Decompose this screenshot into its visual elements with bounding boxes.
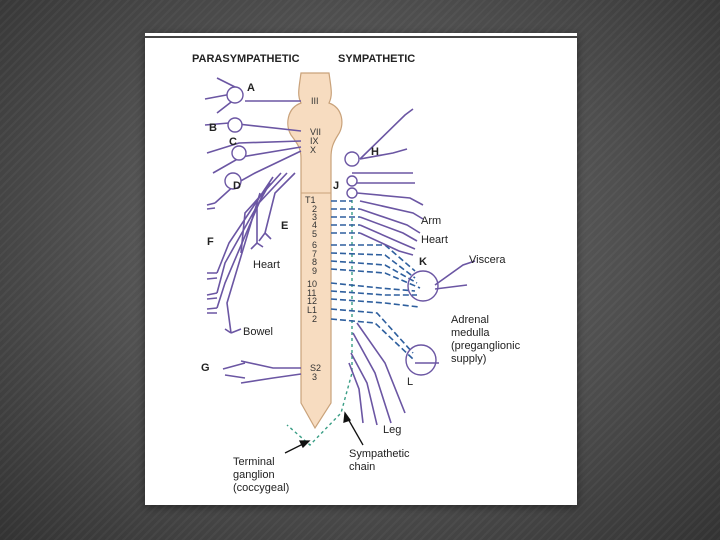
top-rule xyxy=(145,36,577,38)
label-bowel: Bowel xyxy=(243,326,273,338)
letter-d: D xyxy=(233,180,241,192)
sympathetic-postganglionic xyxy=(348,108,476,426)
label-adrenal-4: supply) xyxy=(451,353,486,365)
label-adrenal-1: Adrenal xyxy=(451,314,489,326)
label-adrenal-2: medulla xyxy=(451,327,490,339)
label-heart-right: Heart xyxy=(421,234,448,246)
seg-l1: L1 xyxy=(307,305,317,315)
label-terminal-1: Terminal xyxy=(233,456,275,468)
slide-card: PARASYMPATHETIC SYMPATHETIC III VII IX X… xyxy=(145,33,577,505)
seg-t9: 9 xyxy=(312,266,317,276)
nerve-iii: III xyxy=(311,96,319,106)
parasympathetic-header: PARASYMPATHETIC xyxy=(192,53,300,65)
letter-e: E xyxy=(281,220,288,232)
label-leg: Leg xyxy=(383,424,401,436)
seg-s2: S2 xyxy=(310,363,321,373)
seg-s3: 3 xyxy=(312,372,317,382)
letter-f: F xyxy=(207,236,214,248)
label-chain-1: Sympathetic xyxy=(349,448,410,460)
label-arm: Arm xyxy=(421,215,441,227)
seg-t8: 8 xyxy=(312,257,317,267)
letter-c: C xyxy=(229,136,237,148)
seg-t6: 6 xyxy=(312,240,317,250)
letter-g: G xyxy=(201,362,210,374)
label-adrenal-3: (preganglionic xyxy=(451,340,521,352)
label-arrows xyxy=(284,411,364,454)
letter-k: K xyxy=(419,256,427,268)
nerve-x: X xyxy=(310,145,316,155)
letter-l: L xyxy=(407,376,413,388)
sympathetic-header: SYMPATHETIC xyxy=(338,53,415,65)
seg-t12: 12 xyxy=(307,296,317,306)
seg-t3: 3 xyxy=(312,212,317,222)
collateral-ganglia xyxy=(405,270,439,376)
nerve-ix: IX xyxy=(310,136,319,146)
letter-j: J xyxy=(333,180,339,192)
seg-t1: T1 xyxy=(305,195,316,205)
letter-b: B xyxy=(209,122,217,134)
parasympathetic-ganglia xyxy=(224,86,247,190)
seg-l2: 2 xyxy=(312,314,317,324)
seg-t11: 11 xyxy=(307,288,316,298)
letter-a: A xyxy=(247,82,255,94)
nerve-vii: VII xyxy=(310,127,321,137)
label-viscera: Viscera xyxy=(469,254,506,266)
seg-t7: 7 xyxy=(312,249,317,259)
spinal-cord xyxy=(287,72,343,430)
seg-t5: 5 xyxy=(312,229,317,239)
label-terminal-2: ganglion xyxy=(233,469,275,481)
label-terminal-3: (coccygeal) xyxy=(233,482,289,494)
autonomic-nervous-system-diagram: PARASYMPATHETIC SYMPATHETIC III VII IX X… xyxy=(192,53,521,494)
seg-t10: 10 xyxy=(307,279,317,289)
cervical-ganglia xyxy=(344,151,360,199)
letter-h: H xyxy=(371,146,379,158)
seg-t4: 4 xyxy=(312,220,317,230)
label-heart-left: Heart xyxy=(253,259,280,271)
seg-t2: 2 xyxy=(312,204,317,214)
label-chain-2: chain xyxy=(349,461,375,473)
